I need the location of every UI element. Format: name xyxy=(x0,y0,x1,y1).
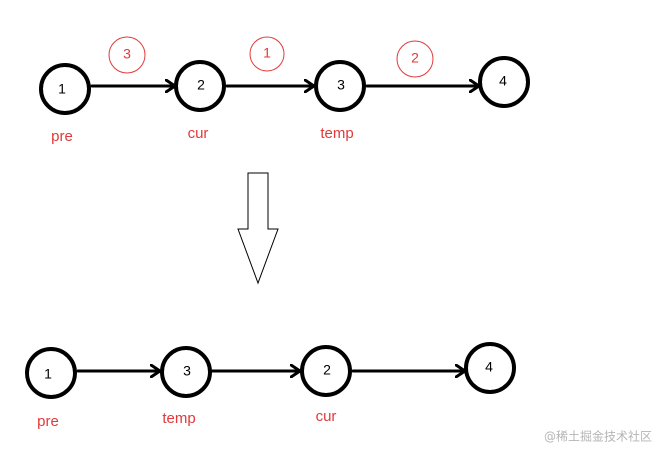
before-label-pre: pre xyxy=(51,128,73,145)
before-step-3: 2 xyxy=(396,40,434,78)
after-node-2-text: 2 xyxy=(323,362,331,378)
after-node-3-text: 3 xyxy=(183,363,191,379)
after-label-cur: cur xyxy=(316,408,337,425)
before-node-4: 4 xyxy=(478,56,530,108)
down-arrow-icon xyxy=(237,172,279,285)
before-node-2-text: 2 xyxy=(197,77,205,93)
after-label-temp: temp xyxy=(162,410,195,427)
before-node-4-text: 4 xyxy=(499,73,507,89)
watermark-text: @稀土掘金技术社区 xyxy=(544,429,652,444)
before-label-cur: cur xyxy=(188,125,209,142)
before-node-3-text: 3 xyxy=(337,77,345,93)
after-node-1: 1 xyxy=(25,347,77,399)
before-step-1: 3 xyxy=(108,36,146,74)
before-node-2: 2 xyxy=(174,60,226,112)
before-label-temp: temp xyxy=(320,125,353,142)
after-node-2: 2 xyxy=(300,345,352,397)
before-node-1-text: 1 xyxy=(58,81,66,97)
before-step-2-text: 1 xyxy=(263,45,271,61)
before-node-1: 1 xyxy=(39,63,91,115)
after-node-1-text: 1 xyxy=(44,366,52,382)
before-row: 3 1 2 1 2 3 4 pre cur temp xyxy=(39,36,530,145)
after-row: 1 3 2 4 pre temp cur xyxy=(25,342,516,430)
after-label-pre: pre xyxy=(37,413,59,430)
before-step-1-text: 3 xyxy=(123,46,131,62)
after-node-3: 3 xyxy=(160,346,212,398)
after-node-4-text: 4 xyxy=(485,359,493,375)
before-step-2: 1 xyxy=(249,36,285,72)
before-node-3: 3 xyxy=(314,60,366,112)
before-step-3-text: 2 xyxy=(411,50,419,66)
after-node-4: 4 xyxy=(464,342,516,394)
